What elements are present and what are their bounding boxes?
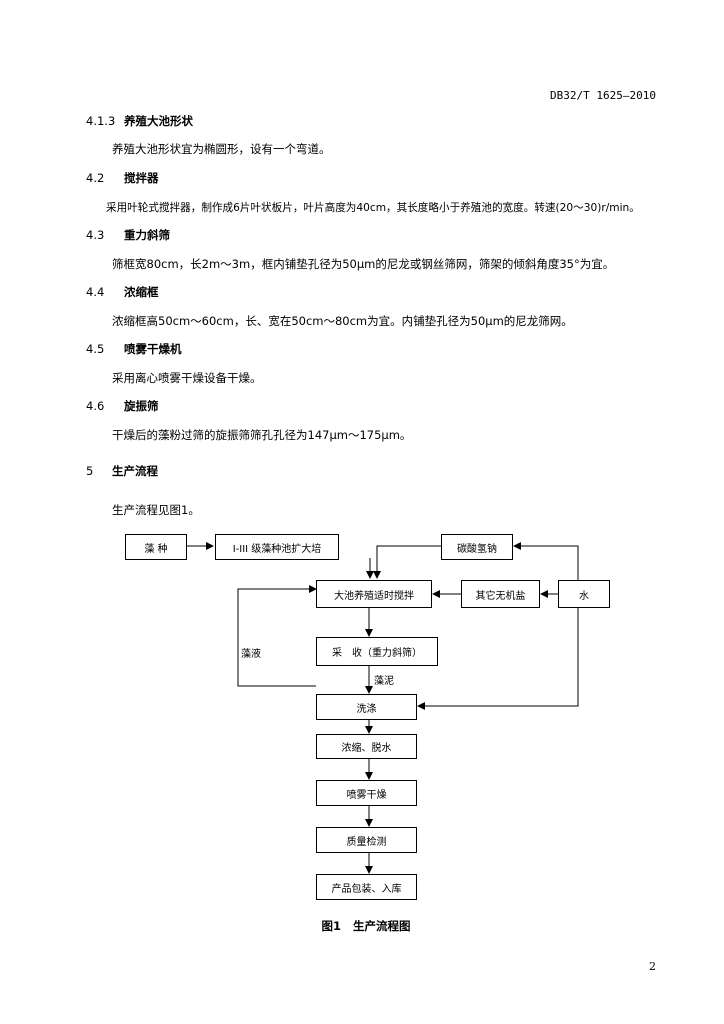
- box-expand-pond: I-III 级藻种池扩大培: [215, 534, 339, 560]
- box-algae-seed: 藻 种: [125, 534, 187, 560]
- box-package: 产品包装、入库: [316, 874, 417, 900]
- section-body-4-5: 采用离心喷雾干燥设备干燥。: [112, 371, 262, 385]
- box-spray-dry: 喷雾干燥: [316, 780, 417, 806]
- section-number: 4.2: [86, 171, 105, 185]
- section-number: 4.4: [86, 285, 105, 299]
- section-heading-4-4: 4.4 浓缩框: [86, 284, 159, 300]
- section-body-4-2: 采用叶轮式搅拌器，制作成6片叶状板片，叶片高度为40cm，其长度略小于养殖池的宽…: [106, 202, 640, 214]
- section-heading-4-2: 4.2 搅拌器: [86, 170, 159, 186]
- section-body-4-6: 干燥后的藻粉过筛的旋振筛筛孔孔径为147μm～175μm。: [112, 428, 412, 442]
- section-number: 4.1.3: [86, 114, 116, 128]
- arrow-bicarbonate-to-pond: [373, 545, 441, 579]
- section-title: 养殖大池形状: [124, 114, 194, 128]
- section-title: 搅拌器: [124, 171, 159, 185]
- figure-caption: 图1 生产流程图: [0, 918, 724, 934]
- chapter-number: 5: [86, 464, 94, 478]
- box-other-salts: 其它无机盐: [461, 580, 540, 608]
- standard-code: DB32/T 1625—2010: [550, 89, 656, 102]
- section-heading-4-1-3: 4.1.3 养殖大池形状: [86, 113, 193, 129]
- label-algae-liquid: 藻液: [241, 649, 261, 660]
- section-body-4-4: 浓缩框高50cm～60cm，长、宽在50cm～80cm为宜。内铺垫孔径为50μm…: [112, 314, 573, 328]
- arrow-recycle-to-pond: [237, 585, 317, 687]
- box-quality-test: 质量检测: [316, 827, 417, 853]
- section-heading-4-3: 4.3 重力斜筛: [86, 227, 170, 243]
- section-number: 4.6: [86, 399, 105, 413]
- chapter-title: 生产流程: [112, 464, 159, 478]
- page-number: 2: [649, 960, 656, 973]
- section-title: 浓缩框: [124, 285, 159, 299]
- box-wash: 洗涤: [316, 694, 417, 720]
- section-title: 重力斜筛: [124, 228, 171, 242]
- section-title: 旋振筛: [124, 399, 159, 413]
- figure-title: 生产流程图: [353, 919, 411, 933]
- figure-number: 图1: [321, 919, 341, 933]
- box-big-pond: 大池养殖适时搅拌: [316, 580, 432, 608]
- box-water: 水: [558, 580, 610, 608]
- arrow-water-to-wash: [417, 608, 579, 710]
- section-title: 喷雾干燥机: [124, 342, 182, 356]
- box-harvest: 采 收（重力斜筛）: [316, 637, 438, 666]
- box-sodium-bicarbonate: 碳酸氢钠: [441, 534, 513, 560]
- box-concentrate: 浓缩、脱水: [316, 734, 417, 759]
- section-body-4-3: 筛框宽80cm，长2m～3m，框内铺垫孔径为50μm的尼龙或钢丝筛网，筛架的倾斜…: [112, 257, 615, 271]
- chapter-heading-5: 5 生产流程: [86, 463, 158, 479]
- section-number: 4.5: [86, 342, 105, 356]
- label-algae-mud: 藻泥: [374, 676, 394, 687]
- arrow-water-to-bicarbonate: [513, 542, 579, 580]
- section-heading-4-5: 4.5 喷雾干燥机: [86, 341, 182, 357]
- section-number: 4.3: [86, 228, 105, 242]
- section-body-4-1-3: 养殖大池形状宜为椭圆形，设有一个弯道。: [112, 142, 331, 156]
- chapter-body-5: 生产流程见图1。: [112, 503, 200, 517]
- section-heading-4-6: 4.6 旋振筛: [86, 398, 159, 414]
